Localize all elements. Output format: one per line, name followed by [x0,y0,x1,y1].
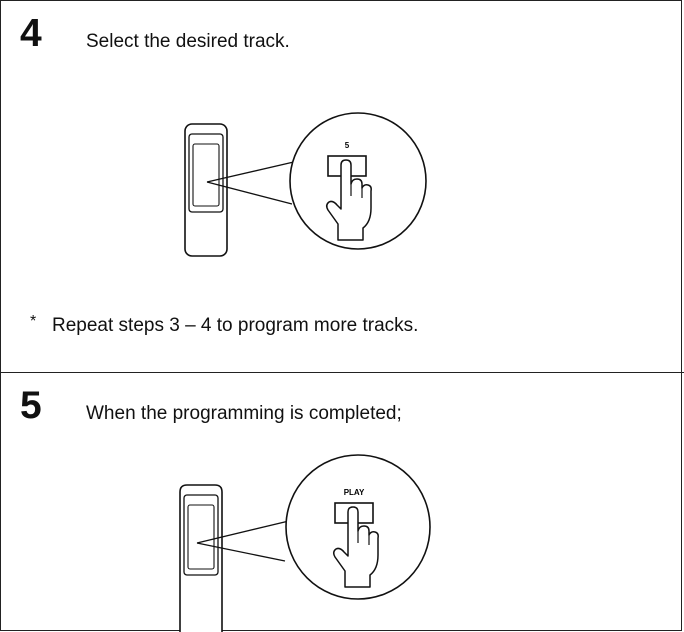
remote-inner-panel [192,143,220,207]
remote-inner-panel [187,504,215,570]
callout-line-top [196,519,294,544]
callout-line-top [206,160,299,183]
section-divider [0,372,684,373]
pressing-hand-icon [325,159,372,241]
callout-line-bottom [196,542,286,562]
note-text: Repeat steps 3 – 4 to program more track… [52,315,419,336]
remote-control-illustration: 5 [184,112,427,257]
note-asterisk: * [30,313,37,330]
step-number: 5 [20,384,42,427]
step-number: 4 [20,12,42,55]
step-instruction: Select the desired track. [86,31,290,52]
button-label: PLAY [344,488,365,497]
pressing-hand-icon [332,506,379,588]
button-label: 5 [345,141,350,150]
callout-line-bottom [206,181,293,205]
step-instruction: When the programming is completed; [86,403,402,424]
remote-control-illustration: PLAY [179,454,431,632]
